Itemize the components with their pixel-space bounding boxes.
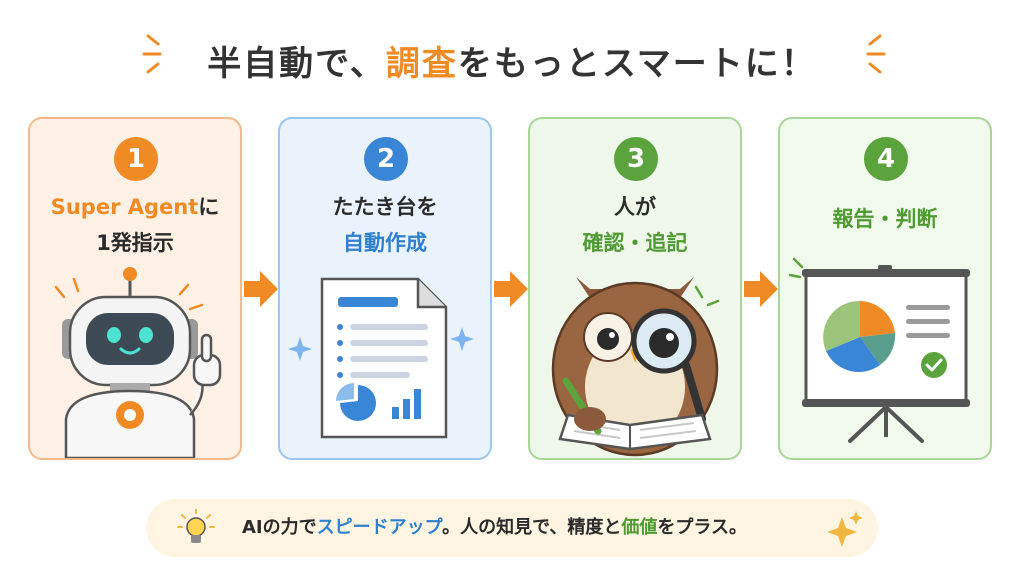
step-number-4: 4 <box>864 137 908 181</box>
step-2-line-2: 自動作成 <box>343 231 427 255</box>
robot-icon <box>54 267 222 458</box>
summary-part-5: をプラス。 <box>657 517 748 538</box>
lightbulb-icon <box>177 509 215 543</box>
step-card-3: 3 人が 確認・追記 <box>528 117 742 460</box>
step-1-rest: に <box>198 195 220 219</box>
sparkle-lines-left-icon <box>142 34 162 74</box>
step-number-1: 1 <box>114 137 158 181</box>
title-part-2: をもっとスマートに！ <box>457 44 817 84</box>
step-4-line-1: 報告・判断 <box>832 207 938 231</box>
step-number-3: 3 <box>614 137 658 181</box>
title-highlight: 調査 <box>385 44 458 84</box>
sparkle-icon <box>828 511 862 547</box>
presentation-board-icon <box>788 257 970 443</box>
summary-banner: AIの力でスピードアップ。人の知見で、精度と価値をプラス。 <box>146 499 878 557</box>
page-title: 半自動で、調査をもっとスマートに！ <box>0 36 1024 85</box>
arrow-right-icon <box>244 271 278 307</box>
step-number-2: 2 <box>364 137 408 181</box>
step-3-line-2: 確認・追記 <box>582 231 688 255</box>
step-1-line-1: Super Agentに <box>30 189 240 225</box>
summary-speedup: スピードアップ <box>316 517 443 538</box>
summary-part-3: 。人の知見で、精度と <box>442 517 622 538</box>
owl-with-magnifier-icon <box>551 277 720 457</box>
document-report-icon <box>288 277 474 439</box>
summary-text: AIの力でスピードアップ。人の知見で、精度と価値をプラス。 <box>242 499 747 557</box>
arrow-right-icon <box>494 271 528 307</box>
title-part-1: 半自動で、 <box>207 44 386 84</box>
sparkle-lines-right-icon <box>866 34 886 74</box>
step-2-line-1: たたき台を <box>332 195 438 219</box>
step-3-line-1: 人が <box>614 195 656 219</box>
step-card-1: 1 Super Agentに 1発指示 <box>28 117 242 460</box>
summary-part-1: AIの力で <box>242 517 317 538</box>
step-1-line-2: 1発指示 <box>96 231 174 255</box>
step-1-accent: Super Agent <box>50 195 199 219</box>
arrow-right-icon <box>744 271 778 307</box>
step-card-2: 2 たたき台を 自動作成 <box>278 117 492 460</box>
step-card-4: 4 報告・判断 <box>778 117 992 460</box>
summary-value: 価値 <box>621 517 658 538</box>
